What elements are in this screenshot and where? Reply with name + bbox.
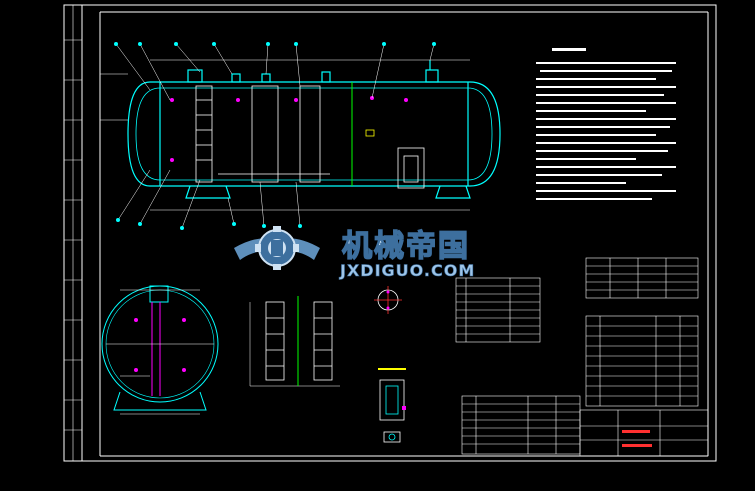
nozzle-table (455, 277, 541, 343)
watermark-chinese-text: 机械帝国 (342, 229, 470, 264)
title-block (579, 409, 709, 457)
gear-wings-logo-icon (234, 226, 320, 270)
design-data-table (585, 257, 699, 299)
bill-of-materials-table (461, 395, 581, 455)
section-view-b (249, 296, 340, 387)
technical-requirements-block (536, 48, 676, 200)
nozzle-detail-view (374, 286, 402, 314)
manhole-detail-view (378, 368, 406, 443)
watermark-latin-text: JXDIGUO.COM (339, 261, 475, 280)
horizontal-tank-main-view (99, 42, 501, 230)
end-section-view (101, 285, 219, 415)
parts-list-table (585, 315, 699, 407)
